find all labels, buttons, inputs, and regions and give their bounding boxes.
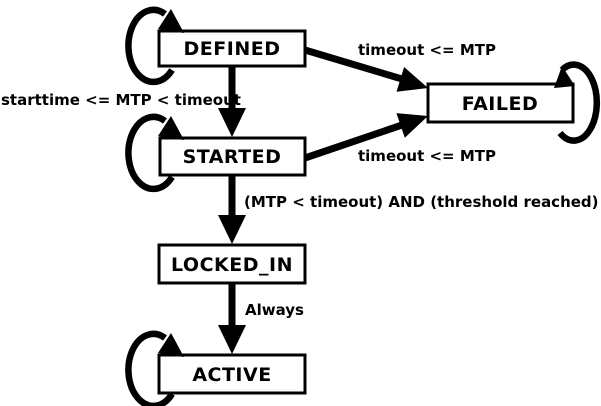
state-started-label: STARTED [183, 146, 282, 168]
state-failed: FAILED [426, 82, 575, 124]
state-defined-box [157, 29, 307, 68]
arrowhead-self-defined [158, 9, 184, 33]
edge-label-started-lockedin: (MTP < timeout) AND (threshold reached) [244, 193, 599, 211]
state-failed-label: FAILED [462, 93, 538, 115]
state-started: STARTED [158, 136, 307, 177]
edge-label-lockedin-active: Always [245, 301, 304, 319]
edge-label-defined-started: starttime <= MTP < timeout [1, 91, 241, 109]
arrowhead-started-lockedin [218, 215, 246, 244]
arrowhead-self-active [158, 333, 184, 357]
edge-started-failed [303, 121, 404, 162]
state-locked-in-box [157, 243, 307, 285]
arrowhead-lockedin-active [218, 325, 246, 354]
edge-label-started-failed: timeout <= MTP [358, 147, 496, 165]
state-active-label: ACTIVE [192, 364, 271, 386]
self-loop-started [125, 113, 175, 193]
self-loop-failed [557, 61, 601, 144]
state-defined-label: DEFINED [184, 38, 281, 60]
state-defined: DEFINED [157, 29, 307, 68]
arrowhead-started-failed [396, 113, 428, 138]
state-failed-box [426, 82, 575, 124]
edge-label-defined-failed: timeout <= MTP [358, 41, 496, 59]
self-loop-defined [125, 6, 175, 86]
arrowhead-self-failed [554, 66, 575, 88]
state-active-box [157, 353, 307, 395]
arrowhead-self-started [158, 116, 184, 140]
state-active: ACTIVE [157, 353, 307, 395]
arrowhead-defined-started [218, 108, 246, 137]
edge-defined-failed [303, 46, 404, 83]
self-loop-active [125, 330, 175, 406]
state-locked-in-label: LOCKED_IN [171, 254, 293, 276]
state-locked-in: LOCKED_IN [157, 243, 307, 285]
arrowhead-defined-failed [396, 67, 428, 92]
state-started-box [158, 136, 307, 177]
